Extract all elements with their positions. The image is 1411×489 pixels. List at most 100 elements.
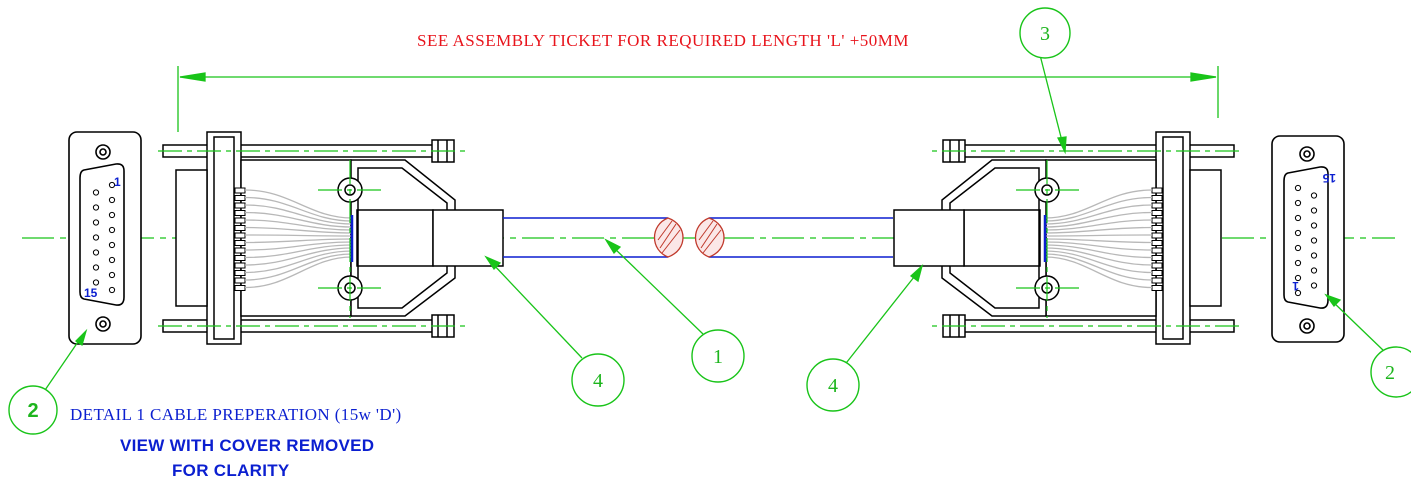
solder-contact bbox=[1151, 217, 1163, 224]
left-contacts bbox=[234, 187, 246, 291]
svg-text:1: 1 bbox=[713, 346, 723, 368]
length-note: SEE ASSEMBLY TICKET FOR REQUIRED LENGTH … bbox=[417, 31, 909, 50]
pin-contact bbox=[1294, 259, 1302, 267]
solder-contact bbox=[234, 217, 246, 224]
wire bbox=[1044, 244, 1153, 259]
solder-contact bbox=[1151, 225, 1163, 231]
right-connector-body bbox=[893, 131, 1235, 345]
solder-contact bbox=[1151, 240, 1163, 246]
pin-contact bbox=[1294, 289, 1302, 297]
pin-contact bbox=[1294, 274, 1302, 282]
solder-contact bbox=[234, 225, 246, 231]
wire bbox=[244, 204, 353, 225]
balloon-3: 3 bbox=[1019, 7, 1071, 59]
balloon-4-left: 4 bbox=[571, 353, 625, 407]
left-connector-face bbox=[68, 131, 142, 345]
right-wires bbox=[1044, 189, 1153, 289]
wire bbox=[244, 226, 353, 234]
svg-text:4: 4 bbox=[828, 375, 838, 397]
pin-contact bbox=[108, 211, 116, 219]
length-dimension bbox=[177, 66, 1219, 132]
pin-contact bbox=[92, 264, 100, 271]
wire bbox=[1044, 238, 1153, 244]
solder-contact bbox=[1151, 210, 1163, 216]
solder-contact bbox=[1151, 247, 1163, 254]
wire bbox=[1044, 219, 1153, 231]
right-pin-label-1: 1 bbox=[1292, 279, 1299, 293]
left-pin-label-1: 1 bbox=[114, 175, 121, 189]
solder-contact bbox=[1151, 285, 1163, 291]
view-note-line-2: FOR CLARITY bbox=[172, 461, 290, 480]
pin-contact bbox=[108, 271, 116, 279]
solder-contact bbox=[234, 247, 246, 254]
solder-contact bbox=[234, 210, 246, 216]
leaders bbox=[42, 54, 1386, 394]
pin-contact bbox=[1310, 222, 1318, 229]
pin-contact bbox=[1310, 237, 1318, 244]
wire bbox=[244, 219, 353, 231]
solder-contact bbox=[1151, 232, 1163, 239]
solder-contact bbox=[234, 187, 246, 194]
pin-contact bbox=[92, 219, 100, 226]
solder-contact bbox=[234, 285, 246, 291]
wire bbox=[244, 250, 353, 274]
solder-contact bbox=[1151, 195, 1163, 201]
solder-contact bbox=[234, 255, 246, 261]
pin-contact bbox=[92, 204, 100, 211]
wire bbox=[1044, 241, 1153, 251]
solder-contact bbox=[1151, 270, 1163, 276]
wire bbox=[1044, 234, 1153, 237]
wire bbox=[1044, 226, 1153, 234]
wire bbox=[244, 196, 353, 222]
wire bbox=[244, 189, 353, 219]
wire bbox=[244, 234, 353, 237]
svg-text:3: 3 bbox=[1040, 23, 1050, 45]
pin-contact bbox=[92, 189, 100, 196]
pin-contact bbox=[108, 196, 116, 204]
pin-contact bbox=[108, 226, 116, 234]
wire bbox=[1044, 196, 1153, 222]
wire bbox=[1044, 253, 1153, 281]
left-connector-body bbox=[162, 131, 504, 345]
solder-contact bbox=[1151, 277, 1163, 284]
solder-contact bbox=[234, 202, 246, 209]
wire bbox=[244, 253, 353, 281]
solder-contact bbox=[234, 277, 246, 284]
pin-contact bbox=[1310, 192, 1318, 199]
solder-contact bbox=[234, 262, 246, 269]
cable-jacket bbox=[503, 217, 893, 258]
left-connector-pins bbox=[92, 181, 116, 294]
wire bbox=[244, 256, 353, 289]
wire bbox=[244, 244, 353, 259]
svg-text:4: 4 bbox=[593, 370, 603, 392]
wire bbox=[244, 238, 353, 244]
pin-contact bbox=[92, 249, 100, 256]
left-wires bbox=[244, 189, 353, 289]
pin-contact bbox=[108, 241, 116, 249]
solder-contact bbox=[234, 195, 246, 201]
wire bbox=[1044, 204, 1153, 225]
pin-contact bbox=[1294, 229, 1302, 237]
pin-contact bbox=[1310, 282, 1318, 289]
solder-contact bbox=[1151, 187, 1163, 194]
pin-contact bbox=[108, 286, 116, 294]
solder-contact bbox=[234, 232, 246, 239]
left-pin-label-15: 15 bbox=[84, 286, 98, 300]
left-jackscrew-centerlines bbox=[158, 150, 470, 327]
wire bbox=[244, 241, 353, 251]
wire bbox=[1044, 250, 1153, 274]
balloon-2-right: 2 bbox=[1370, 346, 1411, 398]
right-connector-pins bbox=[1294, 184, 1318, 297]
cable-break-symbol bbox=[653, 217, 725, 258]
wire bbox=[244, 247, 353, 266]
wire bbox=[1044, 247, 1153, 266]
view-note-line-1: VIEW WITH COVER REMOVED bbox=[120, 436, 374, 455]
svg-text:2: 2 bbox=[1385, 362, 1395, 384]
wire bbox=[1044, 189, 1153, 219]
wire bbox=[1044, 256, 1153, 289]
pin-contact bbox=[92, 279, 100, 286]
right-pin-label-15: 15 bbox=[1322, 171, 1336, 185]
solder-contact bbox=[234, 240, 246, 246]
pin-contact bbox=[1310, 267, 1318, 274]
